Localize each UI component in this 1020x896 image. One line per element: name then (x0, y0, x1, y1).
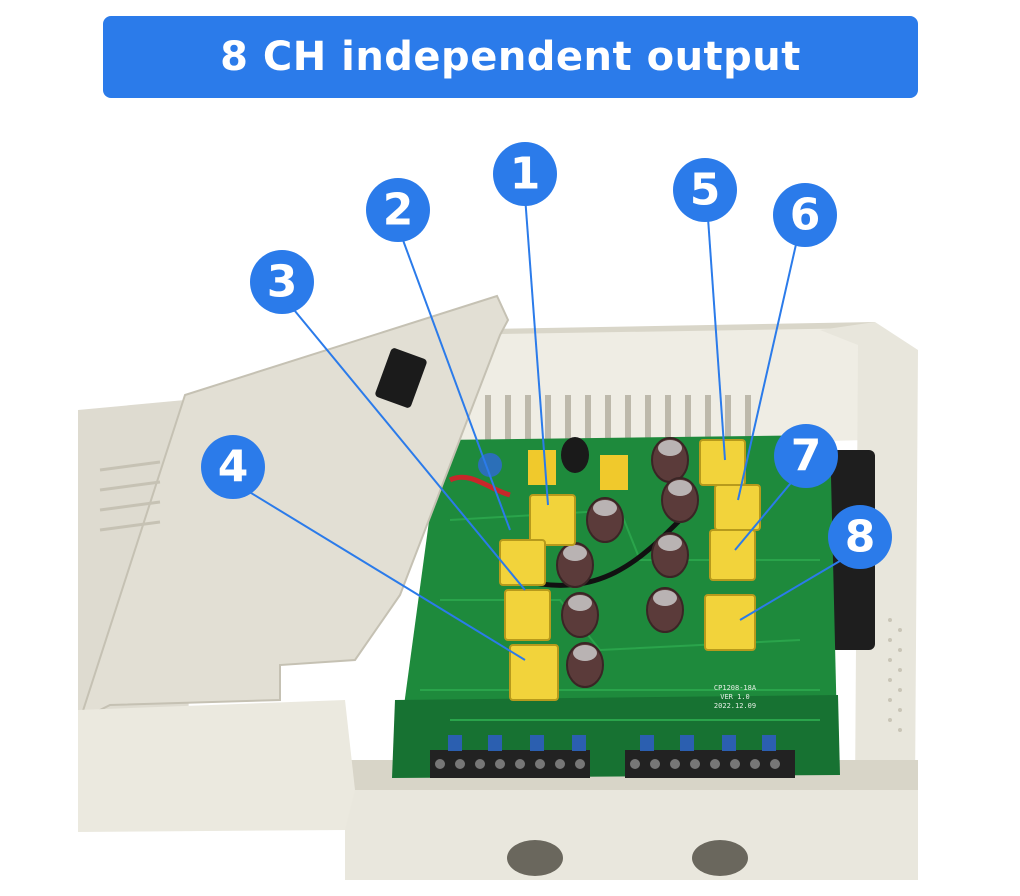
transformer-8 (704, 594, 756, 651)
callout-2: 2 (366, 178, 430, 242)
circuit-board: CP1208-18A VER 1.0 2022.12.09 (392, 435, 840, 778)
callout-4: 4 (201, 435, 265, 499)
cable-hole (507, 840, 563, 876)
pcb-model-label: CP1208-18A (714, 684, 757, 692)
cable-hole (692, 840, 748, 876)
callout-number: 4 (218, 442, 249, 493)
callout-number: 6 (790, 190, 821, 241)
callout-6: 6 (773, 183, 837, 247)
callout-number: 5 (690, 165, 721, 216)
pcb-date-label: 2022.12.09 (714, 702, 756, 710)
terminal-blocks (430, 735, 795, 778)
callout-number: 3 (267, 257, 298, 308)
transformer-5 (699, 439, 746, 486)
callout-7: 7 (774, 424, 838, 488)
callout-number: 7 (791, 431, 822, 482)
callout-3: 3 (250, 250, 314, 314)
pcb-version-label: VER 1.0 (720, 693, 750, 701)
callout-8: 8 (828, 505, 892, 569)
enclosure-lid (78, 294, 510, 832)
callout-number: 2 (383, 185, 414, 236)
transformer-1 (529, 494, 576, 546)
banner-title: 8 CH independent output (220, 34, 801, 80)
callout-5: 5 (673, 158, 737, 222)
transformer-4 (509, 644, 559, 701)
title-banner: 8 CH independent output (103, 16, 918, 98)
callout-number: 1 (510, 149, 541, 200)
transformer-2 (499, 539, 546, 586)
transformer-3 (504, 589, 551, 641)
transformer-7 (709, 529, 756, 581)
callout-1: 1 (493, 142, 557, 206)
callout-number: 8 (845, 512, 876, 563)
transformer-6 (714, 484, 761, 531)
power-switch (375, 348, 427, 408)
callout-lines (237, 195, 851, 661)
